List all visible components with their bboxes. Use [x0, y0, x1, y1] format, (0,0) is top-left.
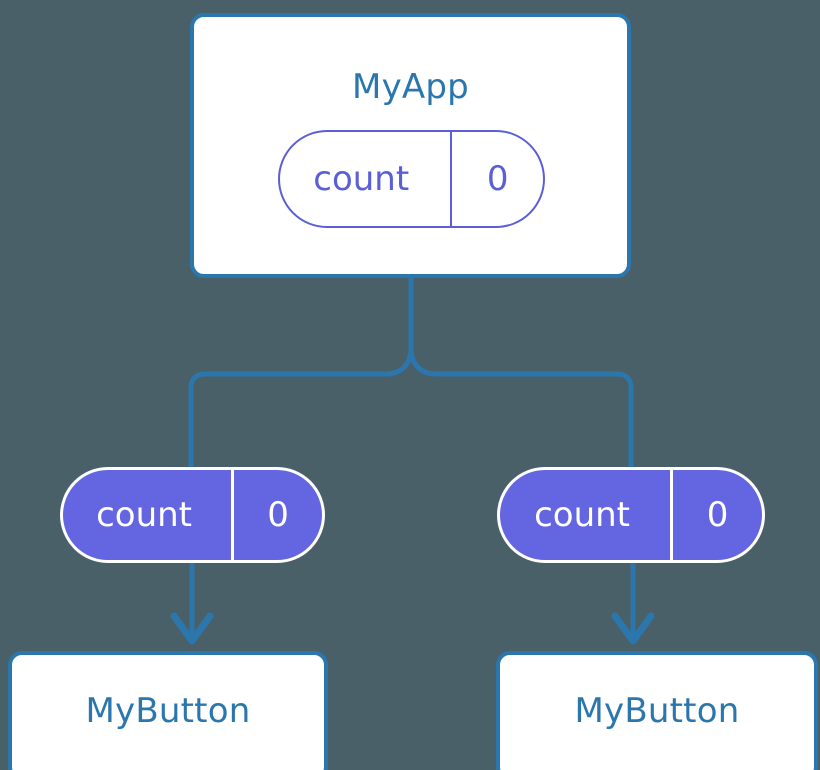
edge-root-to-right-pill	[408, 351, 634, 470]
component-node-mybutton-left[interactable]: MyButton	[8, 651, 328, 770]
component-label-myapp: MyApp	[352, 67, 469, 107]
prop-pill-value: 0	[670, 470, 762, 560]
state-pill-value: 0	[450, 132, 543, 226]
state-pill-key: count	[313, 159, 410, 199]
state-pill-myapp-count[interactable]: count 0	[278, 130, 545, 228]
component-label-mybutton-right: MyButton	[574, 691, 740, 731]
prop-pill-key: count	[96, 495, 193, 535]
prop-pill-value: 0	[231, 470, 322, 560]
arrowhead-left	[170, 612, 214, 645]
component-label-mybutton-left: MyButton	[85, 691, 251, 731]
prop-pill-right-count[interactable]: count 0	[497, 467, 765, 563]
edge-root-to-left-pill	[188, 351, 414, 470]
prop-pill-left-count[interactable]: count 0	[60, 467, 325, 563]
arrowhead-right	[611, 612, 655, 645]
prop-pill-key: count	[534, 495, 631, 535]
component-node-mybutton-right[interactable]: MyButton	[496, 651, 818, 770]
